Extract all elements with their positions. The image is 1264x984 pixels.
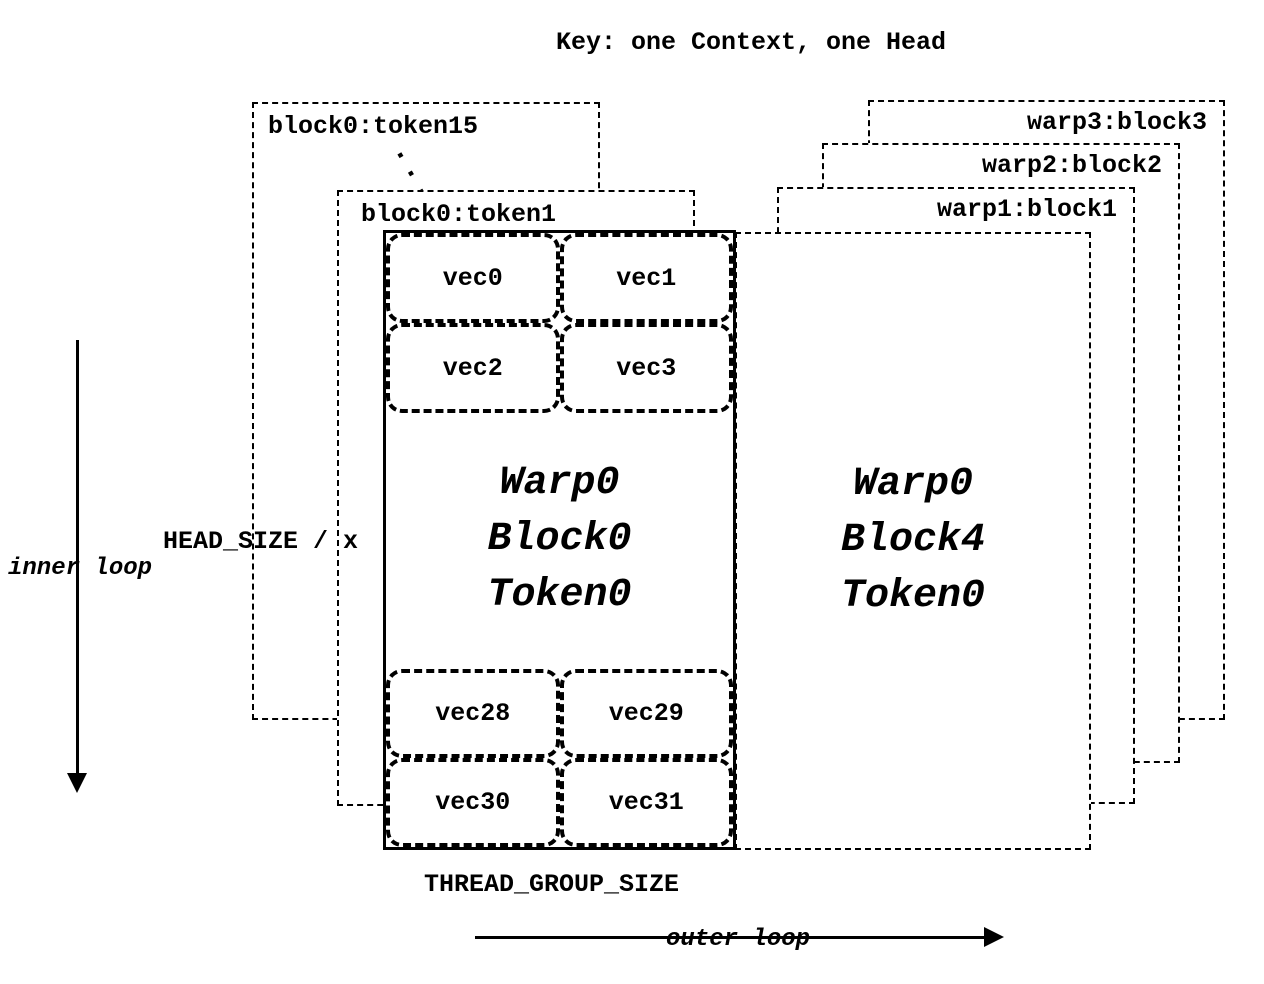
warp3-block3-label: warp3:block3: [1026, 108, 1207, 137]
outer-loop-label: outer loop: [666, 926, 811, 953]
vec29-cell: vec29: [559, 669, 733, 758]
vec31-cell: vec31: [559, 758, 733, 847]
warp0-block0-text: Warp0 Block0 Token0: [386, 456, 733, 624]
vec30-cell: vec30: [386, 758, 560, 847]
warp1-block1-label: warp1:block1: [936, 195, 1117, 224]
inner-loop-label: inner loop: [8, 555, 153, 582]
bottom-vec-grid: vec28 vec29 vec30 vec31: [386, 669, 733, 847]
head-size-label: HEAD_SIZE / x: [163, 527, 359, 556]
outer-loop-arrowhead-icon: [984, 927, 1004, 947]
vec2-cell: vec2: [386, 323, 560, 413]
vec28-cell: vec28: [386, 669, 560, 758]
warp0-block4-box: Warp0 Block4 Token0: [735, 232, 1091, 850]
thread-group-size-label: THREAD_GROUP_SIZE: [424, 870, 680, 899]
warp0-block4-text: Warp0 Block4 Token0: [737, 457, 1089, 625]
warp0-block4-line3: Token0: [840, 574, 986, 619]
warp2-block2-label: warp2:block2: [981, 151, 1162, 180]
block0-token15-label: block0:token15: [268, 112, 479, 141]
warp0-block0-line3: Token0: [487, 573, 632, 618]
outer-loop-arrow-line: [475, 936, 987, 939]
top-vec-grid: vec0 vec1 vec2 vec3: [386, 233, 733, 413]
warp0-block4-line1: Warp0: [852, 462, 974, 507]
warp0-block4-line2: Block4: [840, 518, 986, 563]
inner-loop-arrow-line: [76, 340, 79, 775]
vec3-cell: vec3: [559, 323, 733, 413]
warp0-block0-line2: Block0: [487, 517, 632, 562]
diagram-title: Key: one Context, one Head: [556, 28, 947, 57]
block0-token1-label: block0:token1: [361, 200, 557, 229]
warp0-block0-line1: Warp0: [499, 461, 620, 506]
inner-loop-arrowhead-icon: [67, 773, 87, 793]
vec0-cell: vec0: [386, 233, 560, 323]
warp0-block0-box: vec0 vec1 vec2 vec3 Warp0 Block0 Token0 …: [383, 230, 736, 850]
vec1-cell: vec1: [559, 233, 733, 323]
